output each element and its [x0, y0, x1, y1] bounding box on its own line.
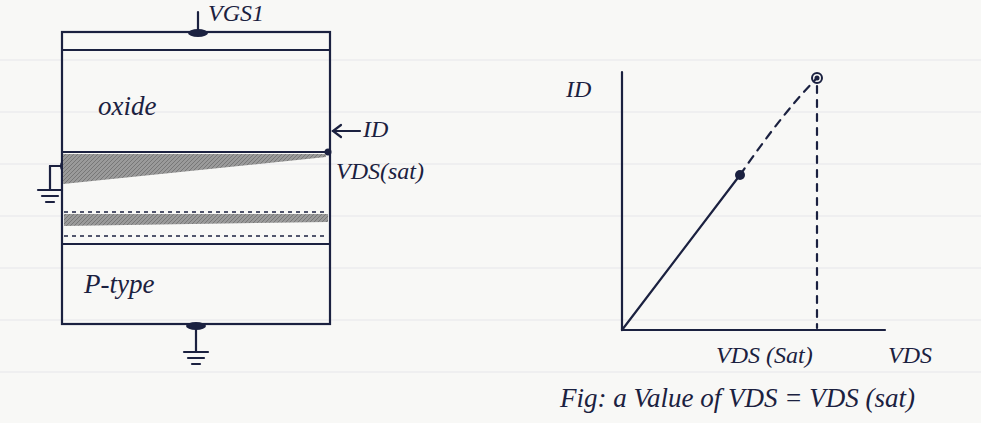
device-region: oxide [64, 52, 328, 150]
signal-label: VDS (Sat) [716, 342, 813, 368]
figure-caption: Fig: a Value of VDS = VDS (sat) [560, 384, 915, 414]
region-label: P-type [84, 270, 328, 300]
region-label: oxide [98, 92, 328, 122]
signal-label: VDS(sat) [336, 158, 424, 184]
signal-label: VGS1 [208, 0, 264, 26]
device-region: P-type [64, 246, 328, 322]
signal-label: ID [363, 116, 388, 142]
signal-label: ID [566, 76, 591, 102]
signal-label: VDS [888, 342, 932, 368]
